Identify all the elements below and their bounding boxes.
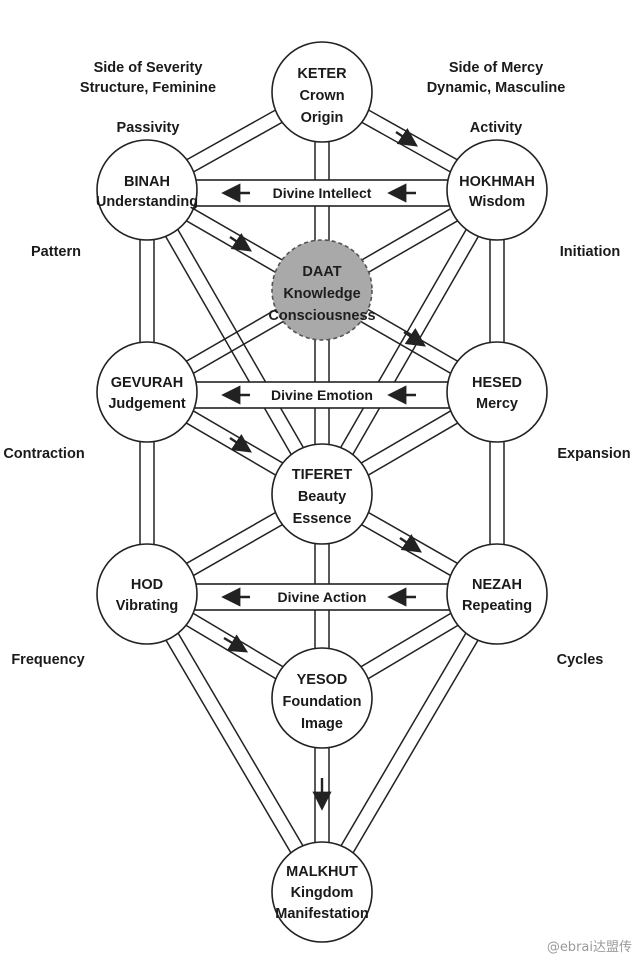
yesod-name: YESOD bbox=[297, 672, 348, 688]
hokhmah-attr: Wisdom bbox=[469, 194, 525, 210]
path-hod-malkhut-rail-a bbox=[140, 597, 317, 896]
hod-name: HOD bbox=[131, 577, 163, 593]
bar-divine-action: Divine Action bbox=[181, 583, 467, 611]
daat-attr: Knowledge bbox=[283, 286, 360, 302]
label-side-of-mercy: Side of Mercy bbox=[449, 60, 543, 76]
arrow-daat-hesed bbox=[403, 328, 426, 347]
sefirah-hokhmah: HOKHMAH Wisdom bbox=[446, 139, 548, 241]
sefirah-binah: BINAH Understanding bbox=[96, 139, 198, 241]
sefirah-keter: KETER Crown Origin bbox=[271, 41, 373, 143]
label-passivity: Passivity bbox=[117, 120, 180, 136]
label-side-of-severity: Side of Severity bbox=[94, 60, 203, 76]
sefirah-hesed: HESED Mercy bbox=[446, 341, 548, 443]
keter-attr: Crown bbox=[299, 88, 344, 104]
arrow-binah-daat bbox=[229, 233, 252, 252]
bar-divine-intellect: Divine Intellect bbox=[181, 179, 467, 207]
bar-divine-emotion-label: Divine Emotion bbox=[271, 387, 373, 403]
sefirah-nezah: NEZAH Repeating bbox=[446, 543, 548, 645]
sefirah-hod: HOD Vibrating bbox=[96, 543, 198, 645]
hesed-name: HESED bbox=[472, 375, 522, 391]
flow-arrows bbox=[221, 128, 426, 811]
path-nezah-malkhut-rail-a bbox=[315, 590, 492, 889]
sefirah-malkhut: MALKHUT Kingdom Manifestation bbox=[271, 841, 373, 943]
sefirah-gevurah: GEVURAH Judgement bbox=[96, 341, 198, 443]
bar-divine-intellect-label: Divine Intellect bbox=[273, 185, 372, 201]
binah-name: BINAH bbox=[124, 174, 170, 190]
malkhut-attr: Kingdom bbox=[291, 885, 354, 901]
arrow-keter-hokhmah bbox=[395, 128, 418, 147]
hesed-attr: Mercy bbox=[476, 396, 518, 412]
keter-name: KETER bbox=[297, 66, 347, 82]
tiferet-name: TIFERET bbox=[292, 467, 353, 483]
binah-attr: Understanding bbox=[96, 194, 198, 210]
path-binah-tiferet-rail-b bbox=[152, 186, 329, 491]
sefirah-yesod: YESOD Foundation Image bbox=[271, 647, 373, 749]
path-binah-tiferet-rail-a bbox=[140, 193, 317, 498]
hod-attr: Vibrating bbox=[116, 598, 179, 614]
sefirah-daat: DAAT Knowledge Consciousness bbox=[268, 239, 376, 341]
nezah-name: NEZAH bbox=[472, 577, 522, 593]
path-hod-malkhut-rail-b bbox=[152, 590, 329, 889]
gevurah-name: GEVURAH bbox=[111, 375, 184, 391]
yesod-meaning: Image bbox=[301, 716, 343, 732]
label-dynamic-masculine: Dynamic, Masculine bbox=[427, 80, 566, 96]
hokhmah-name: HOKHMAH bbox=[459, 174, 535, 190]
bar-divine-action-label: Divine Action bbox=[278, 589, 367, 605]
nezah-attr: Repeating bbox=[462, 598, 532, 614]
label-initiation: Initiation bbox=[560, 244, 620, 260]
label-cycles: Cycles bbox=[557, 652, 604, 668]
tiferet-attr: Beauty bbox=[298, 489, 346, 505]
gevurah-attr: Judgement bbox=[108, 396, 186, 412]
daat-meaning: Consciousness bbox=[268, 308, 375, 324]
path-hokhmah-tiferet-rail-a bbox=[315, 186, 492, 491]
malkhut-name: MALKHUT bbox=[286, 864, 358, 880]
keter-meaning: Origin bbox=[301, 110, 344, 126]
arrow-gevurah-tiferet bbox=[229, 434, 252, 453]
label-contraction: Contraction bbox=[3, 446, 84, 462]
yesod-attr: Foundation bbox=[283, 694, 362, 710]
label-structure-feminine: Structure, Feminine bbox=[80, 80, 216, 96]
label-activity: Activity bbox=[470, 120, 522, 136]
path-nezah-malkhut-rail-b bbox=[327, 597, 504, 896]
bar-divine-emotion: Divine Emotion bbox=[181, 381, 467, 409]
arrow-hod-yesod bbox=[223, 634, 249, 653]
label-frequency: Frequency bbox=[11, 652, 84, 668]
watermark-text: @ebrai达盟传 bbox=[547, 940, 632, 955]
tiferet-meaning: Essence bbox=[293, 511, 352, 527]
label-expansion: Expansion bbox=[557, 446, 630, 462]
arrow-tiferet-nezah bbox=[399, 534, 422, 553]
label-pattern: Pattern bbox=[31, 244, 81, 260]
sefirah-tiferet: TIFERET Beauty Essence bbox=[271, 443, 373, 545]
malkhut-meaning: Manifestation bbox=[275, 906, 368, 922]
daat-name: DAAT bbox=[302, 264, 341, 280]
